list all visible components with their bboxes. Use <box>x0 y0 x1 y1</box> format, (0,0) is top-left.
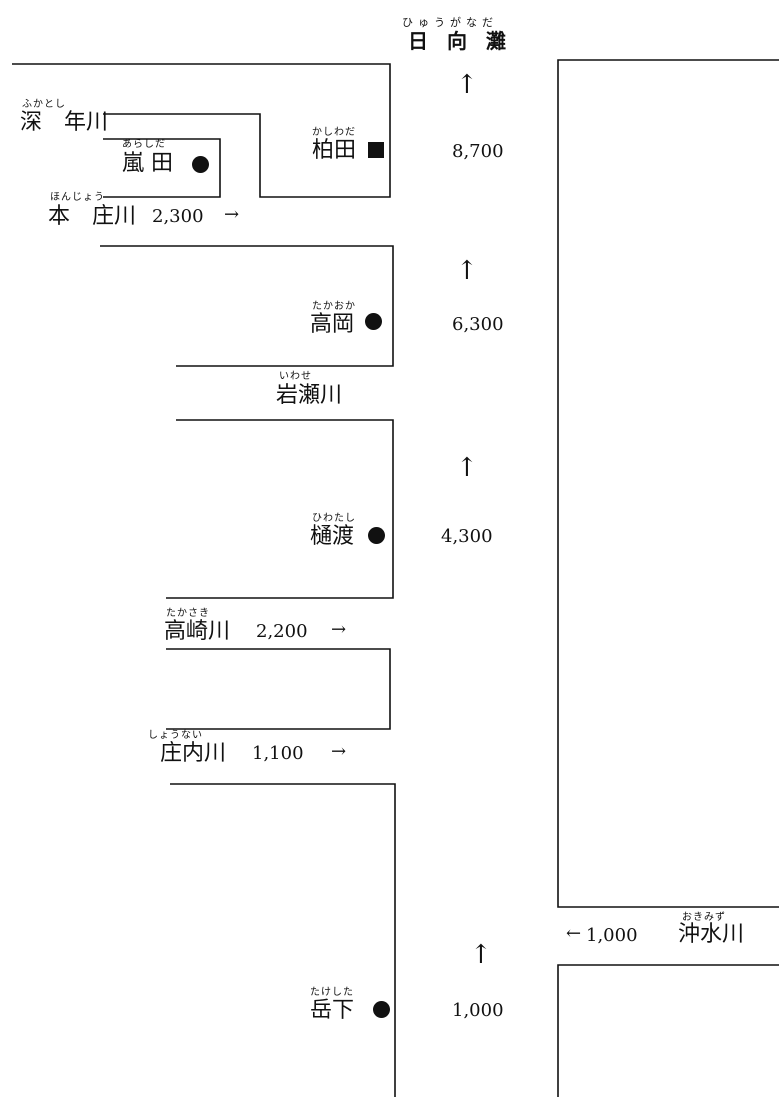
okimizu-flow-arrow: ← <box>566 923 582 944</box>
kashiwada-name: 柏田 <box>312 138 357 163</box>
kashiwada-reading: かしわだ <box>312 127 356 138</box>
okimizu-name: 沖水川 <box>678 922 745 947</box>
arashida-reading: あらしだ <box>122 139 166 150</box>
fukatoshi-name: 深 年川 <box>20 110 109 135</box>
main-flow-arrow-2: ↑ <box>456 256 478 286</box>
shonai-flow: 1,100 <box>252 743 304 764</box>
sea-reading: ひゅうがなだ <box>402 16 498 29</box>
takasaki-name: 高崎川 <box>164 619 231 644</box>
shonai-name: 庄内川 <box>160 741 227 766</box>
main-flow-arrow-1: ↑ <box>456 70 478 100</box>
takeshita-reading: たけした <box>310 987 354 998</box>
takasaki-reading: たかさき <box>166 608 210 619</box>
right-basin-upper <box>557 59 779 908</box>
honjo-reading: ほんじょう <box>50 192 105 203</box>
main-flow-arrow-3: ↑ <box>456 453 478 483</box>
kashiwada-station-marker <box>368 142 384 158</box>
takeshita-name: 岳下 <box>310 998 355 1023</box>
iwase-reading: いわせ <box>279 371 312 382</box>
honjo-name: 本 庄川 <box>48 204 137 229</box>
main-flow-takaoka: 6,300 <box>452 314 504 335</box>
right-basin-lower <box>557 964 779 1097</box>
takasaki-flow: 2,200 <box>256 621 308 642</box>
shonai-reading: しょうない <box>148 730 203 741</box>
shonai-flow-arrow: → <box>331 741 347 762</box>
main-flow-kashiwada: 8,700 <box>452 141 504 162</box>
top-left-boundary <box>12 63 391 198</box>
iwase-name: 岩瀬川 <box>276 383 343 408</box>
hiwatashi-reading: ひわたし <box>312 513 356 524</box>
main-flow-arrow-4: ↑ <box>470 940 492 970</box>
takaoka-station-marker <box>365 313 382 330</box>
hiwatashi-name: 樋渡 <box>310 524 355 549</box>
takaoka-name: 高岡 <box>310 312 355 337</box>
takasaki-flow-arrow: → <box>331 619 347 640</box>
hiwatashi-bank <box>166 419 394 599</box>
takaoka-reading: たかおか <box>312 301 356 312</box>
arashida-box <box>103 138 221 198</box>
arashida-station-marker <box>192 156 209 173</box>
takaoka-bank <box>100 245 394 367</box>
takeshita-station-marker <box>373 1001 390 1018</box>
okimizu-reading: おきみず <box>682 912 726 923</box>
main-flow-takeshita: 1,000 <box>452 1000 504 1021</box>
fukatoshi-reading: ふかとし <box>22 99 66 110</box>
takasaki-bank <box>166 648 391 730</box>
sea-name: 日 向 灘 <box>408 29 512 53</box>
takeshita-bank <box>170 783 396 1097</box>
hiwatashi-station-marker <box>368 527 385 544</box>
main-flow-hiwatashi: 4,300 <box>441 526 493 547</box>
honjo-flow-arrow: → <box>224 204 240 225</box>
okimizu-flow: 1,000 <box>586 925 638 946</box>
arashida-name: 嵐 田 <box>122 151 173 176</box>
honjo-flow: 2,300 <box>152 206 204 227</box>
